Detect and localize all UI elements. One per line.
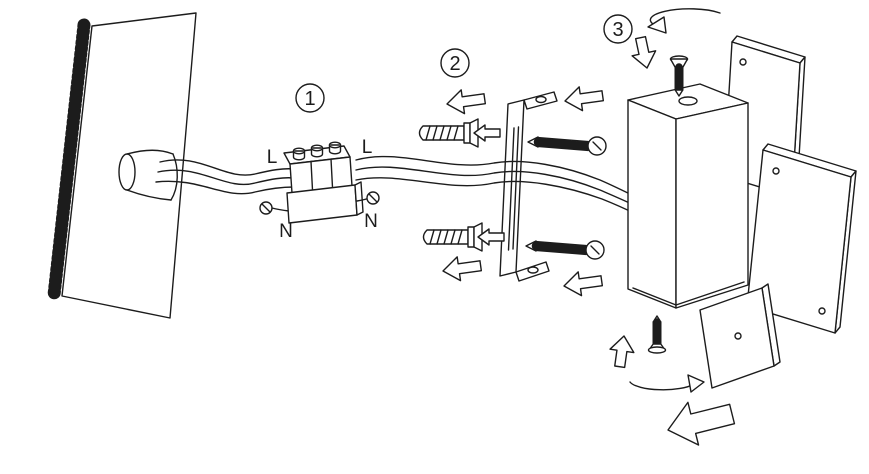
cable-entry-grommet [118, 149, 178, 201]
wall-anchor-top [418, 118, 479, 148]
terminal-screw-3 [328, 141, 342, 155]
mounting-screw-bottom [526, 241, 604, 259]
rotate-top-arrow-icon [647, 8, 721, 34]
neutral-label-right: N [364, 211, 378, 232]
step-2-badge: 2 [440, 48, 470, 78]
push-left-big-arrow-icon [667, 401, 736, 446]
back-plate-lower [746, 143, 857, 334]
terminal-screw-2 [310, 144, 324, 158]
terminal-screw-1 [292, 147, 306, 161]
step-1-number: 1 [304, 88, 315, 110]
live-label-left: L [267, 147, 278, 168]
screw-hole [772, 167, 780, 175]
wire-eyelet-right [356, 191, 380, 205]
wire-eyelet-left [259, 201, 290, 215]
fixing-screw-bottom [647, 315, 667, 354]
wall-anchor-bottom [422, 222, 483, 252]
push-left-arrow-icon [444, 86, 488, 117]
terminal-block [283, 141, 364, 224]
mounting-bracket [499, 91, 558, 282]
step-3-number: 3 [612, 19, 623, 41]
live-label-right: L [362, 137, 373, 158]
mains-cable-right [355, 155, 641, 217]
screw-hole [739, 58, 747, 66]
push-left-arrow-icon [562, 83, 606, 114]
screw-hole [678, 96, 698, 106]
rotate-bottom-arrow-icon [629, 374, 705, 393]
insert-up-arrow-icon [609, 335, 635, 369]
step-2-number: 2 [449, 53, 460, 75]
fixing-screw-top [669, 55, 689, 97]
push-left-arrow-icon [561, 268, 605, 299]
lamp-body [627, 83, 749, 309]
step-1-badge: 1 [295, 83, 325, 113]
push-left-arrow-icon [440, 253, 484, 284]
neutral-label-left: N [279, 221, 293, 242]
bottom-cover-plate [699, 283, 781, 389]
step-3-badge: 3 [603, 14, 633, 44]
mounting-screw-top [528, 137, 606, 155]
screw-hole [818, 307, 826, 315]
insert-down-arrow-icon [631, 35, 657, 69]
wall-hatching [47, 18, 91, 302]
screw-hole [734, 332, 742, 340]
mains-cable-left [155, 159, 295, 195]
